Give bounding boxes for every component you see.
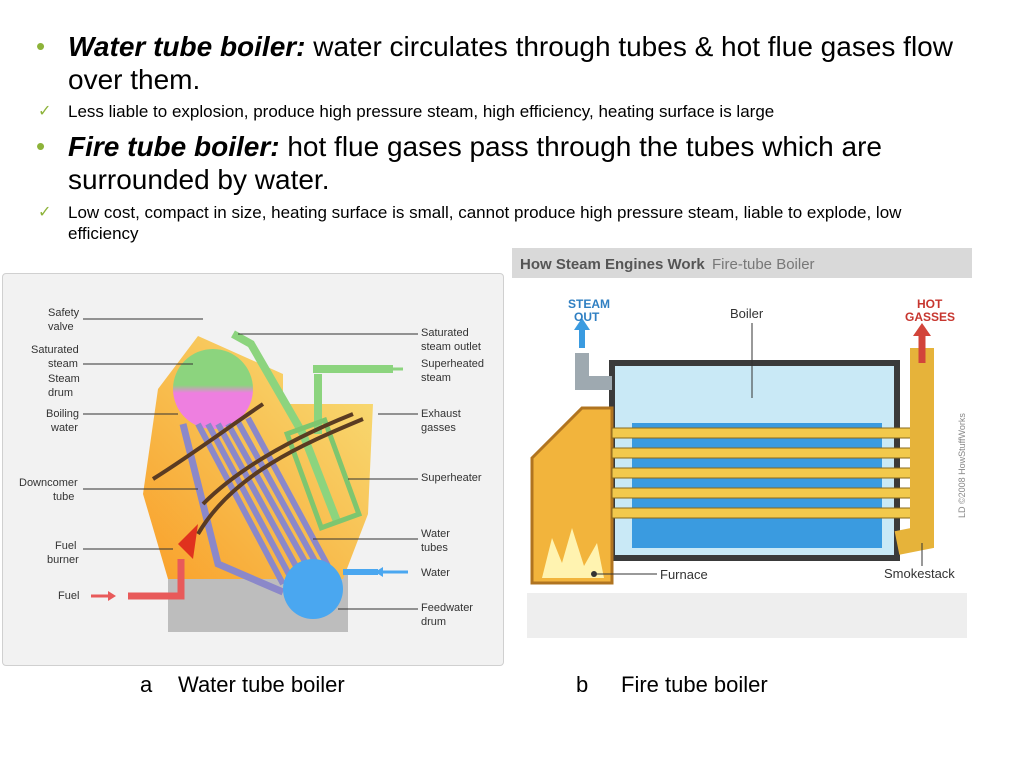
label-downcomer-2: tube — [53, 491, 74, 503]
water-tubes — [195, 416, 331, 586]
boiler-label: Boiler — [730, 306, 764, 321]
furnace-label: Furnace — [660, 567, 708, 582]
fire-tube-text: hot flue gases pass through the tubes wh… — [68, 131, 882, 195]
fire-tube-term: Fire tube boiler: — [68, 131, 280, 162]
checkmark-icon: ✓ — [38, 103, 52, 120]
checkmark-icon: ✓ — [38, 204, 52, 221]
header-title: How Steam Engines Work — [520, 256, 705, 273]
fire-tube-diagram-panel: How Steam Engines Work Fire-tube Boiler … — [512, 248, 972, 640]
label-saturated-steam-2: steam — [48, 358, 78, 370]
furnace-flame-icon — [542, 528, 604, 578]
label-saturated-steam-1: Saturated — [31, 344, 79, 356]
steam-out-pipe — [575, 353, 612, 390]
caption-a-text: Water tube boiler — [178, 672, 345, 697]
caption-b-text: Fire tube boiler — [621, 672, 768, 697]
label-exhaust-gasses-2: gasses — [421, 422, 456, 434]
downcomer-tube — [179, 423, 285, 596]
superheater-coil — [283, 416, 363, 532]
steam-out-label-1: STEAM — [568, 297, 610, 311]
bullet-fire-tube: • Fire tube boiler: hot flue gases pass … — [36, 130, 988, 196]
label-safety-valve-1: Safety — [48, 307, 80, 319]
fire-tube-detail-text: Low cost, compact in size, heating surfa… — [68, 203, 902, 243]
water-tube-term: Water tube boiler: — [68, 31, 306, 62]
label-fuel: Fuel — [58, 590, 79, 602]
label-exhaust-gasses-1: Exhaust — [421, 408, 461, 420]
label-fuel-burner-1: Fuel — [55, 540, 76, 552]
label-saturated-outlet-2: steam outlet — [421, 341, 481, 353]
label-steam-drum-2: drum — [48, 387, 73, 399]
water-tube-detail: ✓ Less liable to explosion, produce high… — [38, 101, 988, 122]
smokestack-pipe — [894, 348, 934, 555]
burner-flame — [178, 524, 198, 559]
water-tube-boiler-diagram: Safety valve Saturated steam Steam drum … — [19, 307, 484, 632]
caption-b-letter: b — [576, 672, 589, 697]
hot-gasses-label-2: GASSES — [905, 310, 955, 324]
smokestack-label: Smokestack — [884, 566, 955, 581]
water-arrowhead-icon — [375, 567, 383, 577]
label-water-tubes-1: Water — [421, 528, 450, 540]
label-feedwater-drum-1: Feedwater — [421, 602, 473, 614]
steam-drum — [173, 349, 253, 429]
label-superheater: Superheater — [421, 472, 482, 484]
bullet-dot-icon: • — [36, 31, 46, 61]
fuel-arrowhead-icon — [108, 591, 116, 601]
leader-lines — [83, 318, 418, 610]
water-tube-diagram-panel: Safety valve Saturated steam Steam drum … — [2, 273, 504, 666]
label-boiling-water-1: Boiling — [46, 408, 79, 420]
water-tube-detail-text: Less liable to explosion, produce high p… — [68, 102, 775, 121]
label-steam-drum-1: Steam — [48, 373, 80, 385]
feedwater-drum — [283, 559, 343, 619]
bullet-dot-icon: • — [36, 131, 46, 161]
caption-a-letter: a — [140, 672, 153, 697]
label-water: Water — [421, 567, 450, 579]
label-saturated-outlet-1: Saturated — [421, 327, 469, 339]
furnace-marker — [591, 571, 597, 577]
hot-gasses-label-1: HOT — [917, 297, 943, 311]
label-safety-valve-2: valve — [48, 321, 74, 333]
label-fuel-burner-2: burner — [47, 554, 79, 566]
steam-out-label-2: OUT — [574, 310, 600, 324]
fire-tube-detail: ✓ Low cost, compact in size, heating sur… — [38, 202, 968, 244]
fuel-pipe — [128, 559, 185, 600]
boiler-water — [632, 423, 882, 548]
hot-gasses-arrowhead-icon — [913, 323, 931, 336]
label-feedwater-drum-2: drum — [421, 616, 446, 628]
gas-flow-arrows — [151, 402, 364, 536]
label-superheated-steam-1: Superheated — [421, 358, 484, 370]
steam-out-arrowhead-icon — [574, 318, 590, 330]
fire-tube-boiler-diagram: How Steam Engines Work Fire-tube Boiler … — [512, 248, 972, 638]
ground-shadow — [527, 593, 967, 638]
label-boiling-water-2: water — [50, 422, 78, 434]
label-downcomer-1: Downcomer — [19, 477, 78, 489]
water-tube-text: water circulates through tubes & hot flu… — [68, 31, 953, 95]
label-superheated-steam-2: steam — [421, 372, 451, 384]
label-water-tubes-2: tubes — [421, 542, 448, 554]
header-subtitle: Fire-tube Boiler — [712, 256, 815, 273]
fire-leader-lines — [597, 323, 923, 575]
bullet-water-tube: • Water tube boiler: water circulates th… — [36, 30, 1008, 96]
diagram-header-bar — [512, 248, 972, 278]
copyright-credit: LD ©2008 HowStuffWorks — [957, 413, 967, 518]
